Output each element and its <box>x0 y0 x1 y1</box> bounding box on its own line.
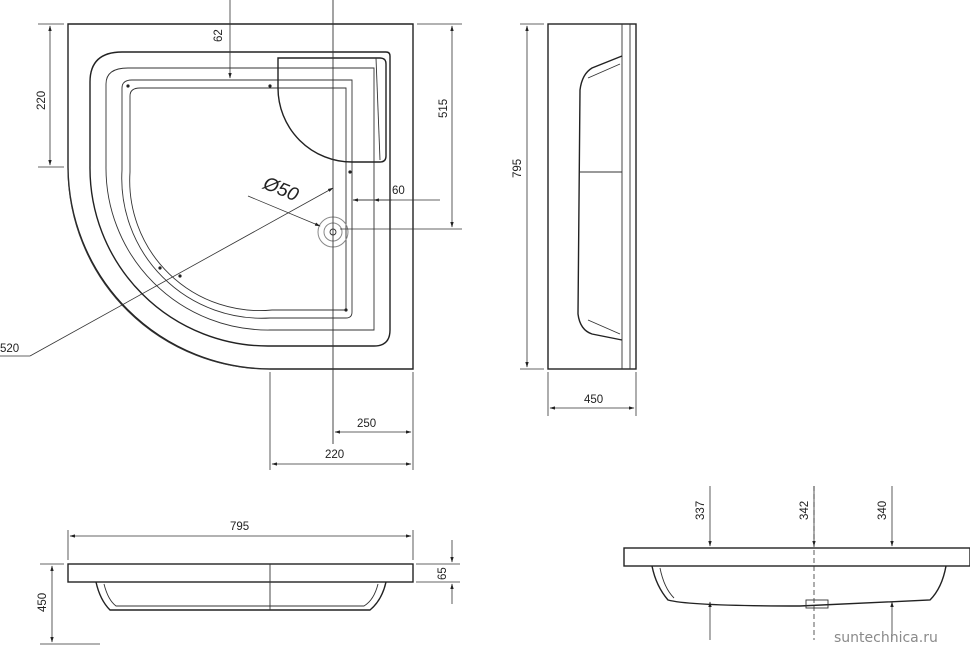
dim-62: 62 <box>213 29 225 42</box>
top-view: 62 220 515 60 Ø50 520 250 220 <box>0 0 462 470</box>
front-dim-450: 450 <box>37 593 49 612</box>
dim-515: 515 <box>438 99 450 118</box>
watermark: suntechnica.ru <box>834 630 938 646</box>
front-view: 795 450 65 <box>37 521 460 645</box>
section-dim-340: 340 <box>877 501 889 520</box>
section-dim-342: 342 <box>799 501 811 520</box>
dim-220-left: 220 <box>36 91 48 110</box>
dim-250: 250 <box>357 418 376 430</box>
side-view: 795 450 <box>512 23 637 416</box>
dim-220-bottom: 220 <box>325 449 344 461</box>
front-dim-65: 65 <box>437 567 449 580</box>
dim-520: 520 <box>0 343 19 355</box>
section-dim-337: 337 <box>695 501 707 520</box>
side-dim-450: 450 <box>584 394 603 406</box>
drain-diameter: Ø50 <box>259 173 301 206</box>
section-view: 337 342 340 <box>623 486 970 640</box>
front-dim-795: 795 <box>230 521 249 533</box>
side-dim-795: 795 <box>512 159 524 178</box>
dim-60: 60 <box>392 185 405 197</box>
